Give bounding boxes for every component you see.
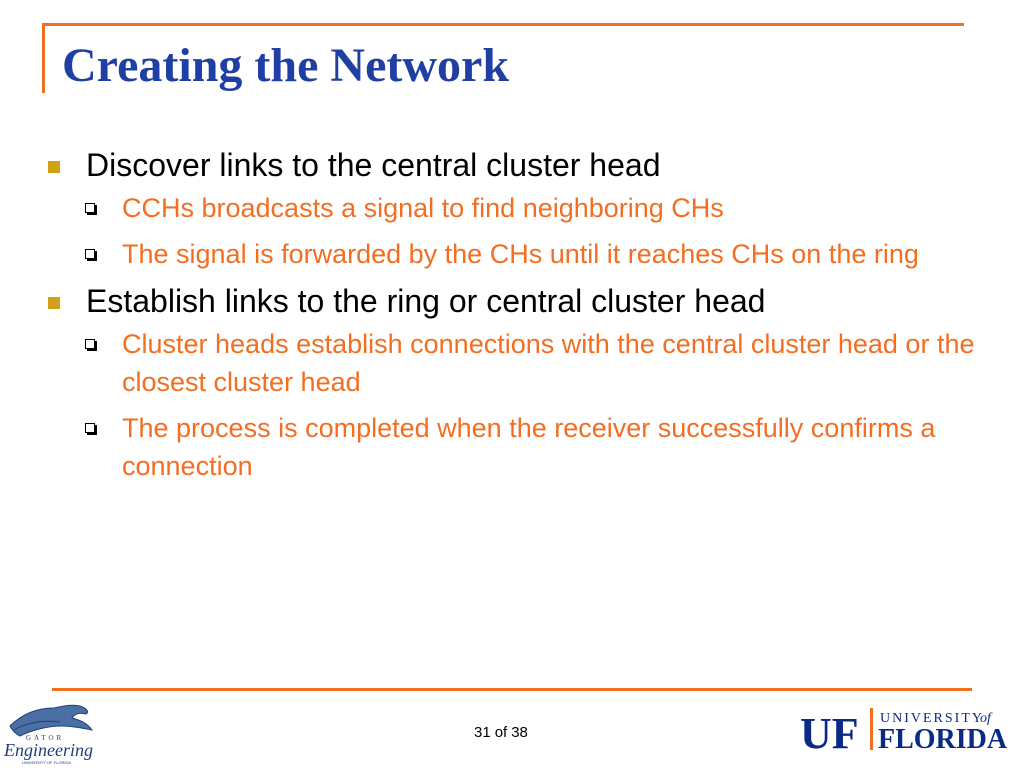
square-bullet-icon [48, 297, 60, 309]
title-frame-left-rule [42, 23, 45, 93]
svg-text:UF: UF [800, 709, 859, 754]
svg-text:FLORIDA: FLORIDA [878, 724, 1008, 754]
hollow-square-bullet-icon [85, 249, 95, 259]
slide-content: Discover links to the central cluster he… [46, 145, 986, 493]
bullet-text: Discover links to the central cluster he… [86, 147, 661, 183]
square-bullet-icon [48, 161, 60, 173]
page-of: of [494, 724, 508, 741]
sub-bullet-list: Cluster heads establish connections with… [46, 325, 986, 485]
bullet-item: Discover links to the central cluster he… [46, 145, 986, 185]
svg-text:UNIVERSITY: UNIVERSITY [880, 711, 984, 726]
uf-university-logo: UF UNIVERSITY of FLORIDA [800, 708, 1008, 754]
sub-bullet-item: The signal is forwarded by the CHs until… [46, 235, 986, 273]
svg-text:UNIVERSITY OF FLORIDA: UNIVERSITY OF FLORIDA [22, 760, 71, 765]
svg-text:GATOR: GATOR [26, 734, 64, 742]
sub-bullet-text: The process is completed when the receiv… [122, 413, 936, 481]
title-frame-top-rule [42, 23, 964, 26]
sub-bullet-text: The signal is forwarded by the CHs until… [122, 239, 919, 269]
footer-rule [52, 688, 972, 691]
bullet-item: Establish links to the ring or central c… [46, 281, 986, 321]
sub-bullet-list: CCHs broadcasts a signal to find neighbo… [46, 189, 986, 273]
svg-text:of: of [980, 711, 993, 726]
page-current: 31 [474, 724, 491, 741]
hollow-square-bullet-icon [85, 423, 95, 433]
slide-title: Creating the Network [62, 39, 510, 92]
sub-bullet-item: CCHs broadcasts a signal to find neighbo… [46, 189, 986, 227]
svg-text:Engineering: Engineering [3, 740, 93, 760]
hollow-square-bullet-icon [85, 339, 95, 349]
sub-bullet-item: The process is completed when the receiv… [46, 409, 986, 485]
gator-engineering-logo: GATOR Engineering UNIVERSITY OF FLORIDA [3, 704, 94, 765]
sub-bullet-text: Cluster heads establish connections with… [122, 329, 975, 397]
sub-bullet-text: CCHs broadcasts a signal to find neighbo… [122, 193, 724, 223]
bullet-text: Establish links to the ring or central c… [86, 283, 766, 319]
sub-bullet-item: Cluster heads establish connections with… [46, 325, 986, 401]
hollow-square-bullet-icon [85, 203, 95, 213]
page-total: 38 [511, 724, 528, 741]
